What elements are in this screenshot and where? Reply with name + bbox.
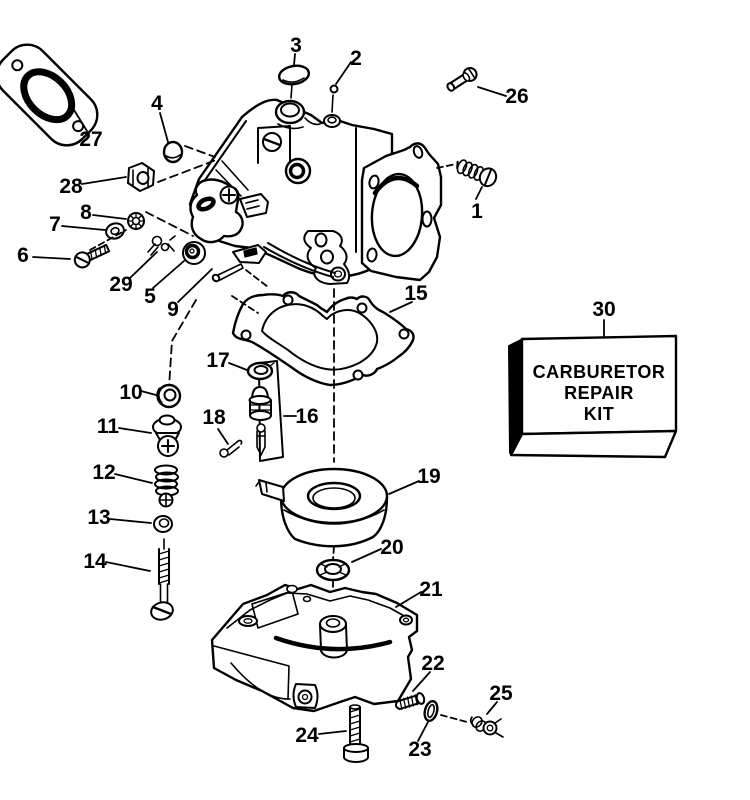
leader-13 [109,518,152,524]
part-21-float-bowl [210,583,419,713]
callout-20: 20 [380,536,403,559]
callout-18: 18 [202,406,226,429]
leader-29 [129,251,158,279]
part-23-o-ring [423,700,439,722]
callout-14: 14 [83,550,107,573]
part-6-screw [73,243,111,269]
callout-7: 7 [49,213,61,236]
kit-box-line3: KIT [584,404,615,424]
part-11-valve-seat [152,414,182,457]
callout-6: 6 [17,244,29,267]
leader-4 [159,112,169,143]
callout-8: 8 [80,201,92,224]
leader-24 [318,730,347,735]
part-20-grommet [315,558,351,582]
part-10-washer [156,383,182,409]
leader-6 [32,256,71,260]
leader-3 [293,53,296,66]
kit-box: CARBURETOR REPAIR KIT [508,334,678,459]
part-27-mount-gasket [0,43,99,147]
leader-20 [351,548,382,563]
callout-23: 23 [408,738,431,761]
callout-3: 3 [290,34,302,57]
part-14-needle-valve [150,538,174,621]
part-26-bleed-screw [446,66,478,92]
leader-26 [477,86,507,97]
callout-24: 24 [295,724,319,747]
leader-2 [335,61,352,85]
leader-22 [412,671,431,692]
carburetor-body [188,98,443,285]
part-9-pin [211,263,244,283]
leader-12 [114,473,153,484]
callout-16: 16 [295,405,318,428]
callout-28: 28 [59,175,83,198]
part-1-adjustment-screw [456,159,498,188]
callout-labels: 1 2 3 4 5 6 7 8 9 10 11 12 13 14 15 16 1… [17,34,616,761]
leader-15 [389,301,413,313]
leader-23 [417,721,429,742]
part-8-lockwasher [127,212,145,230]
leader-7 [61,225,106,231]
leader-18 [217,428,229,445]
callout-2: 2 [350,47,362,70]
leader-lines [32,53,605,742]
leader-10 [140,390,157,396]
part-4-plug [162,140,184,164]
kit-box-line1: CARBURETOR [533,362,666,382]
callout-1: 1 [471,200,483,223]
leader-14 [105,561,151,572]
callout-4: 4 [151,92,163,115]
leader-1 [475,186,483,200]
part-3-cap [277,64,311,99]
part-24-bolt [343,704,369,763]
leader-5 [152,260,185,289]
callout-21: 21 [419,578,443,601]
leader-21 [395,591,422,608]
part-7-washer [105,222,125,240]
callout-9: 9 [167,298,179,321]
part-16-nozzle-group [246,360,284,462]
leader-25 [486,701,498,715]
leader-8 [92,214,127,220]
callout-11: 11 [97,415,120,438]
callout-17: 17 [206,349,229,372]
leader-28 [81,176,127,185]
callout-22: 22 [421,652,444,675]
callout-5: 5 [144,285,156,308]
leader-11 [118,427,152,434]
part-12-spring [154,464,179,508]
part-19-float [255,467,389,548]
part-18-clip [219,439,243,458]
part-25-clip [469,716,504,738]
callout-30: 30 [592,298,615,321]
leader-17 [228,362,248,371]
part-28-nut [127,162,155,192]
leader-27 [73,109,88,132]
kit-box-line2: REPAIR [564,383,634,403]
part-29-retainer-clip [147,235,176,256]
part-15-gasket [231,291,415,387]
part-13-washer [153,515,173,533]
callout-27: 27 [79,128,102,151]
callout-25: 25 [489,682,513,705]
callout-12: 12 [92,461,115,484]
callout-19: 19 [417,465,440,488]
callout-13: 13 [87,506,110,529]
callout-26: 26 [505,85,528,108]
part-2-ball [329,84,339,113]
part-5-cup-washer [182,241,206,265]
part-22-drain-plug [394,692,426,711]
callout-29: 29 [109,273,132,296]
callout-15: 15 [404,282,428,305]
leader-19 [388,480,420,495]
leader-9 [177,268,213,303]
callout-10: 10 [119,381,142,404]
